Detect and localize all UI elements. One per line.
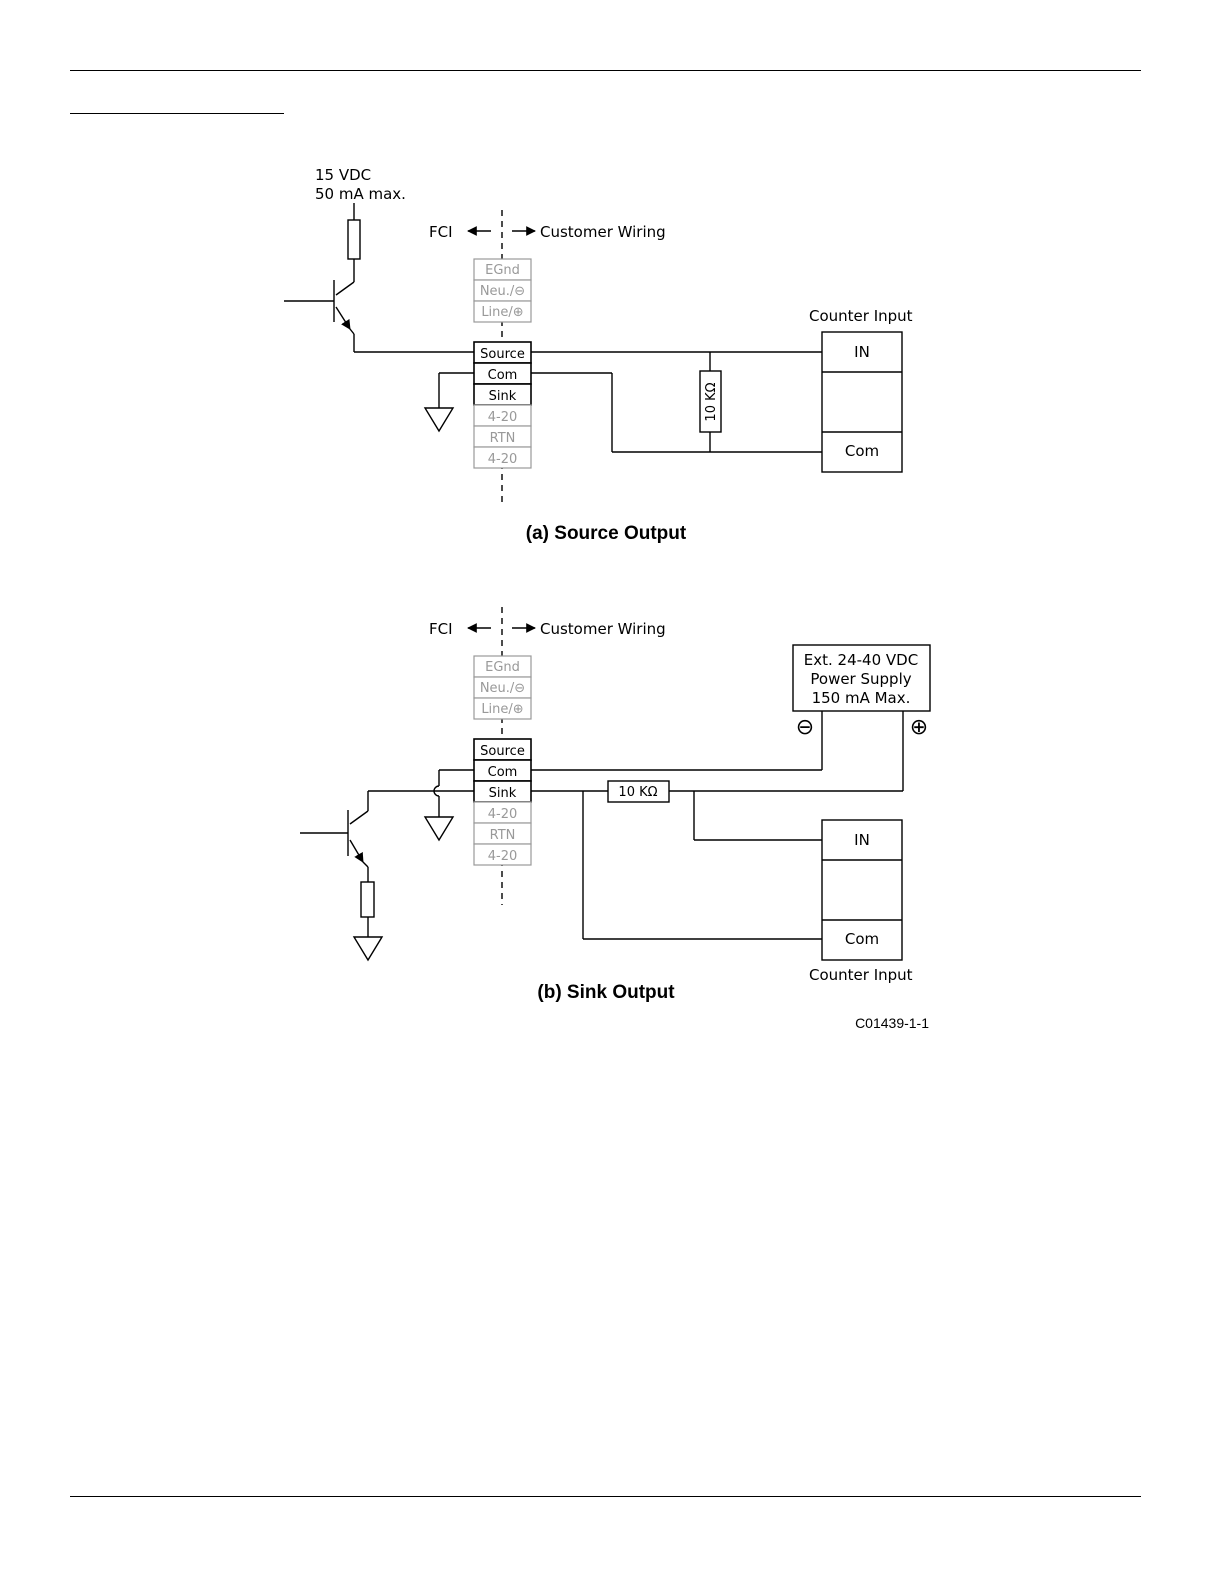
sink-emitter-resistor bbox=[361, 882, 374, 917]
counter-input-label: Counter Input bbox=[809, 307, 913, 325]
counter-input-label: Counter Input bbox=[809, 966, 913, 984]
external-power-supply: Ext. 24-40 VDC Power Supply 150 mA Max. … bbox=[793, 645, 930, 740]
terminal-label: 4-20 bbox=[488, 410, 518, 425]
terminal-label: Neu./⊖ bbox=[480, 284, 525, 299]
sink-terminal-block: EGnd Neu./⊖ Line/⊕ Source Com Sink 4-20 … bbox=[474, 656, 531, 865]
source-resistor-label: 10 KΩ bbox=[704, 382, 719, 421]
source-output-diagram: 15 VDC 50 mA max. FCI Customer Wiring bbox=[284, 166, 913, 544]
fci-label: FCI bbox=[429, 620, 453, 638]
psu-current-label: 150 mA Max. bbox=[812, 689, 911, 707]
sink-output-diagram: FCI Customer Wiring EGnd Neu./⊖ Line/⊕ S… bbox=[300, 607, 930, 1003]
sink-resistor-label: 10 KΩ bbox=[618, 785, 657, 800]
counter-in-label: IN bbox=[854, 831, 870, 849]
sink-output-caption: (b) Sink Output bbox=[537, 982, 675, 1003]
fci-label: FCI bbox=[429, 223, 453, 241]
source-ground-symbol bbox=[425, 373, 474, 431]
counter-in-label: IN bbox=[854, 343, 870, 361]
figure-code: C01439-1-1 bbox=[855, 1015, 929, 1031]
terminal-label: EGnd bbox=[485, 263, 520, 278]
sink-ground-symbol bbox=[425, 770, 474, 840]
terminal-label: Source bbox=[480, 347, 525, 362]
terminal-label: Com bbox=[488, 765, 518, 780]
counter-com-label: Com bbox=[845, 930, 879, 948]
customer-wiring-label: Customer Wiring bbox=[540, 223, 666, 241]
terminal-label: Sink bbox=[489, 389, 517, 404]
source-terminal-block: EGnd Neu./⊖ Line/⊕ Source Com Sink 4-20 … bbox=[474, 259, 531, 468]
terminal-label: Line/⊕ bbox=[481, 305, 523, 320]
supply-voltage-label: 15 VDC bbox=[315, 166, 371, 184]
plus-terminal-icon: ⊕ bbox=[910, 715, 928, 740]
terminal-label: EGnd bbox=[485, 660, 520, 675]
psu-title-label: Power Supply bbox=[810, 670, 911, 688]
terminal-label: Source bbox=[480, 744, 525, 759]
counter-com-label: Com bbox=[845, 442, 879, 460]
source-pullup-resistor bbox=[348, 220, 360, 259]
terminal-label: Neu./⊖ bbox=[480, 681, 525, 696]
terminal-label: Sink bbox=[489, 786, 517, 801]
terminal-label: 4-20 bbox=[488, 849, 518, 864]
sink-counter-input-box: IN Com bbox=[822, 820, 902, 960]
terminal-label: RTN bbox=[490, 431, 516, 446]
psu-voltage-label: Ext. 24-40 VDC bbox=[804, 651, 918, 669]
customer-wiring-label: Customer Wiring bbox=[540, 620, 666, 638]
source-output-caption: (a) Source Output bbox=[526, 523, 687, 544]
terminal-label: Com bbox=[488, 368, 518, 383]
terminal-label: 4-20 bbox=[488, 452, 518, 467]
terminal-label: Line/⊕ bbox=[481, 702, 523, 717]
minus-terminal-icon: ⊖ bbox=[796, 715, 814, 740]
terminal-label: RTN bbox=[490, 828, 516, 843]
supply-current-label: 50 mA max. bbox=[315, 185, 406, 203]
terminal-label: 4-20 bbox=[488, 807, 518, 822]
source-counter-input-box: IN Com bbox=[822, 332, 902, 472]
